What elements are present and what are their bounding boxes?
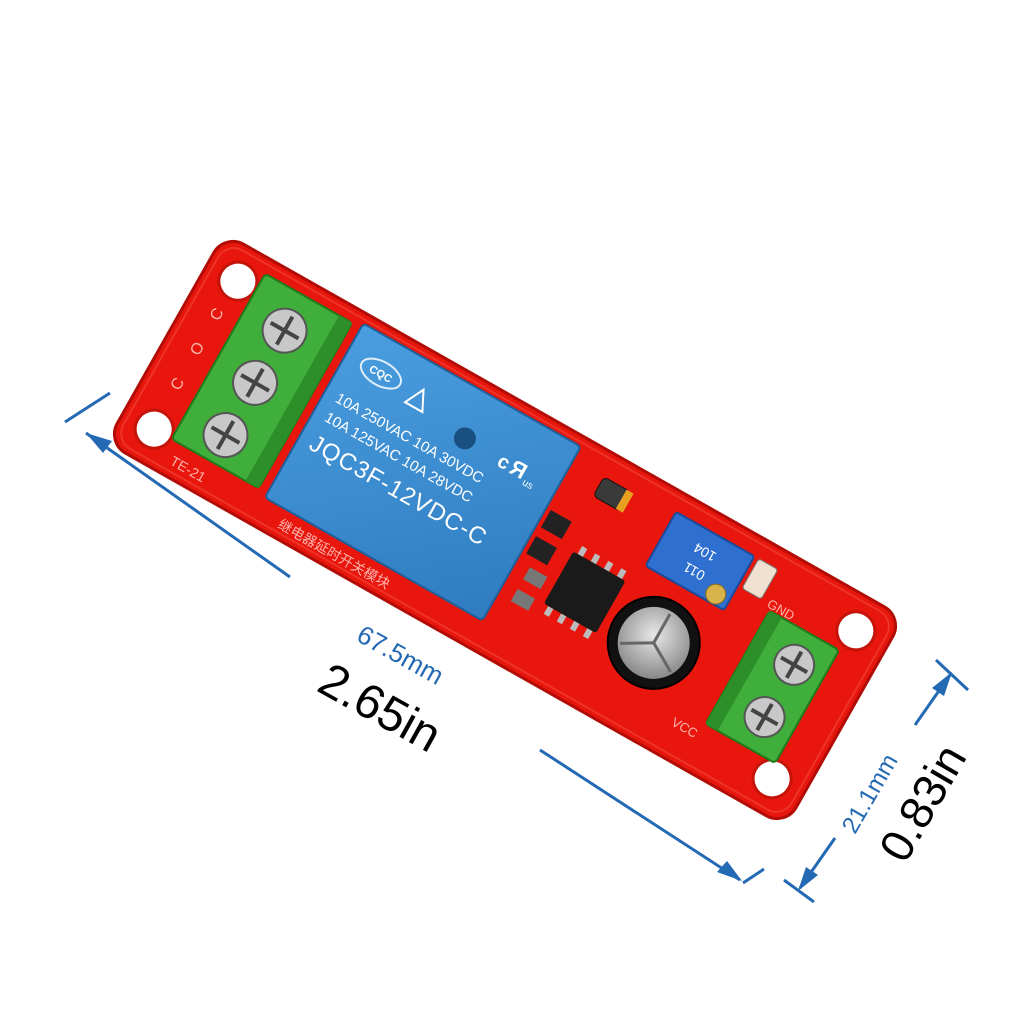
smd-transistor: [526, 536, 557, 566]
terminal-screw: [743, 696, 786, 739]
mounting-hole: [751, 758, 793, 800]
mounting-hole: [133, 408, 175, 450]
relay-hole: [453, 427, 476, 450]
mounting-hole: [835, 610, 877, 652]
dimension-tick: [742, 867, 765, 885]
potentiometer: 104 011: [645, 511, 755, 611]
length-dimension: [64, 391, 765, 885]
dimension-tick: [783, 878, 815, 904]
smd-resistor: [523, 567, 548, 590]
terminal-screw: [232, 359, 279, 406]
relay: CQC c Я us 10A 250VAC 10A 30VDC 10A 125V…: [265, 323, 581, 621]
warning-icon: [403, 387, 425, 414]
power-terminal-block: [705, 610, 839, 763]
arrow-head-icon: [86, 433, 112, 453]
dimension-tick: [64, 391, 111, 424]
smd-transistor: [540, 509, 572, 540]
width-dimension: [783, 658, 970, 904]
dimension-line: [539, 748, 741, 882]
status-led: [742, 559, 778, 599]
terminal-screw: [773, 643, 816, 686]
output-terminal-block: [172, 274, 353, 489]
arrow-head-icon: [717, 861, 742, 881]
smd-resistor: [510, 588, 536, 611]
arrow-head-icon: [798, 867, 818, 891]
pcb-board: CQC c Я us 10A 250VAC 10A 30VDC 10A 125V…: [112, 239, 898, 821]
ul-us-mark: us: [520, 477, 535, 492]
arrow-head-icon: [932, 672, 952, 696]
dimension-line: [85, 431, 291, 579]
adjust-screw-icon: [705, 583, 727, 605]
timer-ic: [543, 546, 627, 640]
dimension-tick: [934, 658, 970, 692]
terminal-screw: [261, 307, 308, 354]
terminal-screw: [202, 412, 249, 459]
cqc-mark: [359, 357, 402, 390]
electrolytic-capacitor: [606, 595, 701, 690]
